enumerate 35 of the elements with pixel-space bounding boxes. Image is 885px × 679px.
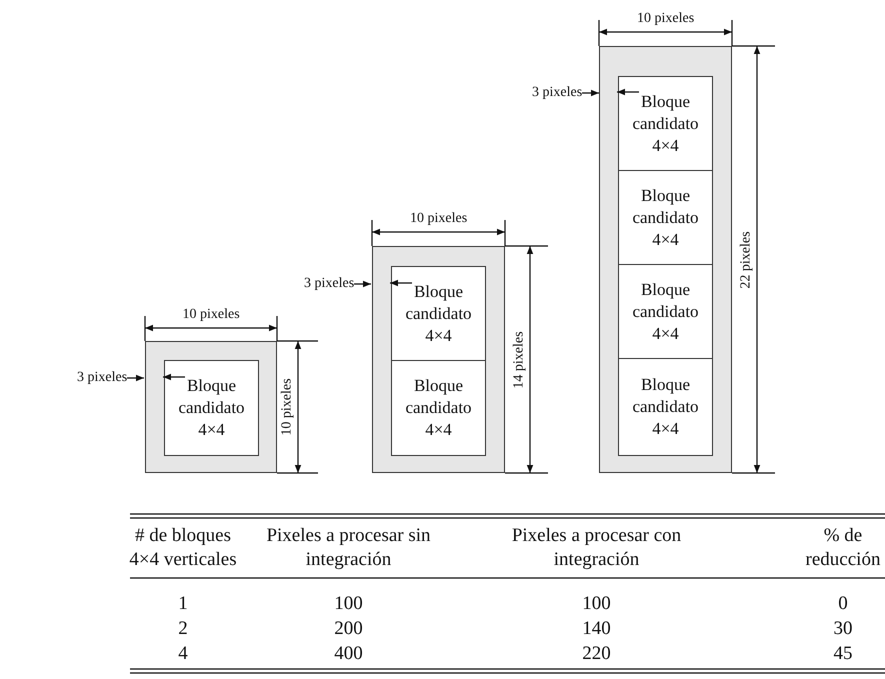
- table-cell-text: 220: [581, 642, 612, 666]
- column-header: Pixeles a procesar sin integración: [265, 524, 432, 572]
- table-cell-text: 30: [832, 617, 854, 641]
- dimension-label: 22 pixeles: [738, 230, 754, 288]
- candidate-block: Bloque candidato 4×4: [618, 170, 713, 265]
- dimension-label: 3 pixeles: [77, 370, 128, 386]
- table-cell-text: 100: [581, 592, 612, 616]
- table-cell-text: 1: [177, 592, 189, 616]
- dimension-label: 14 pixeles: [511, 330, 528, 388]
- candidate-block: Bloque candidato 4×4: [391, 266, 486, 361]
- column-header: # de bloques 4×4 verticales: [128, 524, 238, 572]
- dimension-label: 3 pixeles: [532, 85, 582, 101]
- table-cell-text: 45: [832, 642, 854, 666]
- dimension-label: 10 pixeles: [182, 307, 240, 323]
- dimension-label: 10 pixeles: [279, 378, 296, 436]
- table-cell-text: 200: [333, 617, 364, 641]
- candidate-block: Bloque candidato 4×4: [618, 264, 713, 359]
- candidate-block: Bloque candidato 4×4: [164, 360, 259, 456]
- table-cell-text: 4: [177, 642, 189, 666]
- column-header: % de reducción: [804, 524, 882, 572]
- table-cell-text: 0: [837, 592, 849, 616]
- table-cell-text: 100: [333, 592, 364, 616]
- padding-frame: [372, 246, 505, 473]
- candidate-block: Bloque candidato 4×4: [391, 360, 486, 456]
- padding-frame: [145, 341, 277, 473]
- padding-frame: [599, 46, 732, 473]
- table-cell-text: 140: [581, 617, 612, 641]
- dimension-label: 10 pixeles: [410, 211, 468, 227]
- dimension-label: 10 pixeles: [637, 11, 694, 27]
- candidate-block: Bloque candidato 4×4: [618, 76, 713, 171]
- candidate-block: Bloque candidato 4×4: [618, 358, 713, 456]
- table-cell-text: 400: [333, 642, 364, 666]
- table-cell-text: 2: [177, 617, 189, 641]
- dimension-label: 3 pixeles: [304, 276, 354, 292]
- column-header: Pixeles a procesar con integración: [510, 524, 682, 572]
